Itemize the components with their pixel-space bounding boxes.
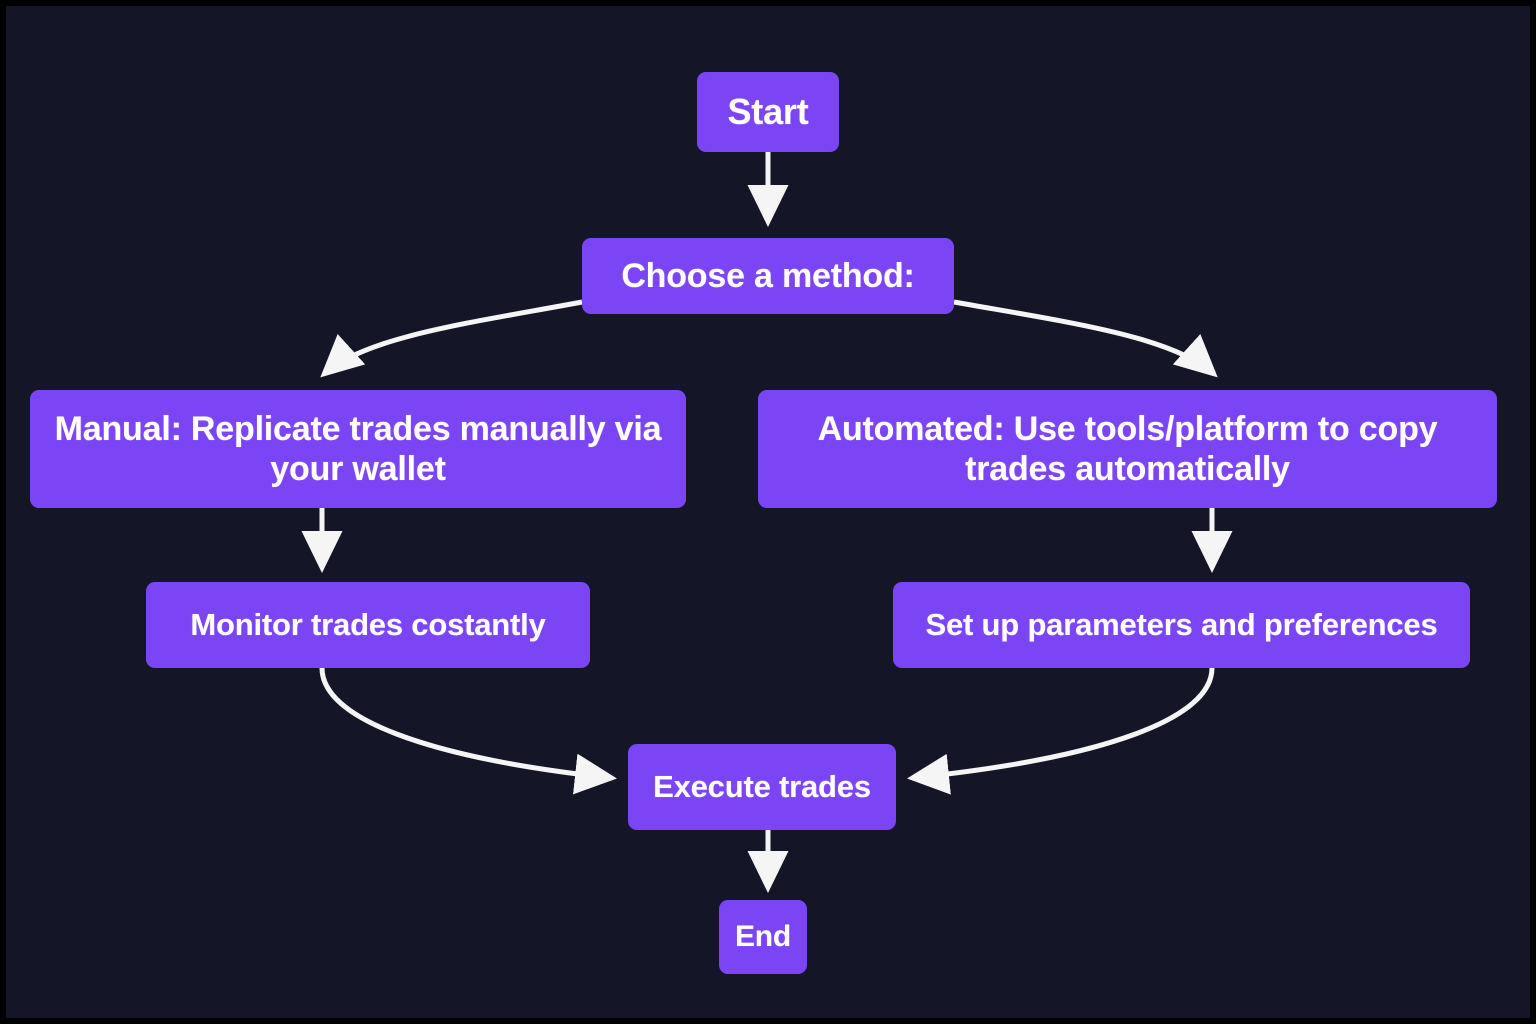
node-end[interactable]: End — [719, 900, 807, 974]
node-manual-replicate-trades[interactable]: Manual: Replicate trades manually via yo… — [30, 390, 686, 508]
node-manual-label: Manual: Replicate trades manually via yo… — [54, 409, 662, 488]
edge-params-to-execute — [907, 667, 1215, 795]
node-set-up-parameters[interactable]: Set up parameters and preferences — [893, 582, 1470, 668]
node-execute-trades[interactable]: Execute trades — [628, 744, 896, 830]
node-choose-a-method-label: Choose a method: — [621, 256, 915, 295]
node-end-label: End — [734, 920, 792, 954]
flowchart-edge-layer — [301, 152, 1233, 893]
node-start[interactable]: Start — [697, 72, 839, 152]
node-start-label: Start — [727, 90, 809, 132]
node-automated-label: Automated: Use tools/platform to copy tr… — [817, 409, 1438, 488]
edge-choose-to-automated — [953, 299, 1218, 378]
node-execute-trades-label: Execute trades — [653, 768, 871, 804]
node-choose-a-method[interactable]: Choose a method: — [582, 238, 954, 314]
node-automated-copy-trades[interactable]: Automated: Use tools/platform to copy tr… — [758, 390, 1497, 508]
node-monitor-label: Monitor trades costantly — [190, 606, 546, 642]
node-monitor-trades[interactable]: Monitor trades costantly — [146, 582, 590, 668]
flowchart-canvas: Start Choose a method: Manual: Replicate… — [6, 6, 1530, 1018]
node-set-up-parameters-label: Set up parameters and preferences — [925, 606, 1438, 642]
edge-monitor-to-execute — [319, 667, 617, 795]
edge-choose-to-manual — [320, 299, 583, 378]
